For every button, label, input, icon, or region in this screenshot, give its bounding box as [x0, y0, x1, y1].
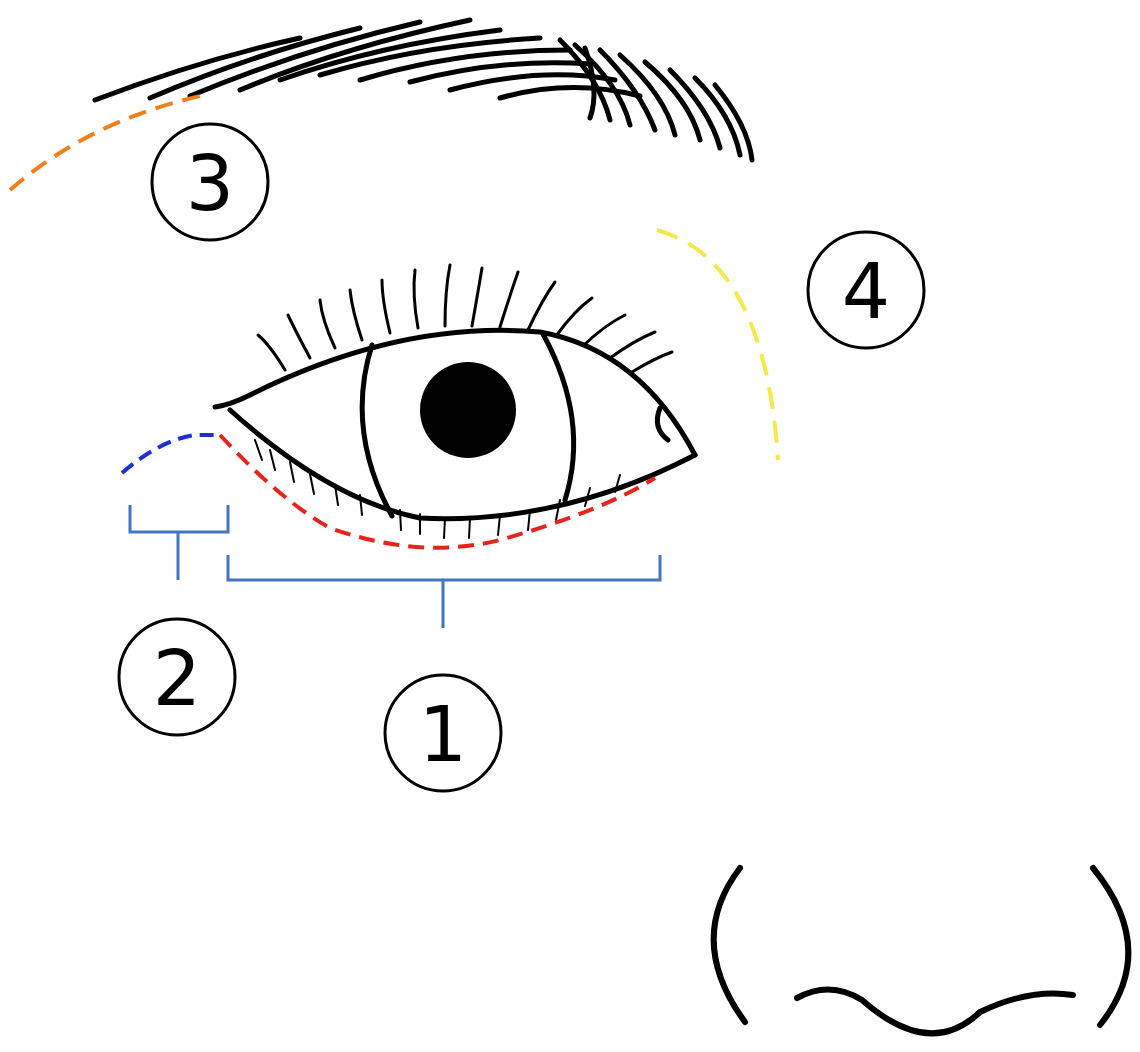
eye: [215, 330, 695, 518]
callout-number: 3: [186, 146, 234, 222]
upper-lashes: [258, 265, 672, 372]
pupil: [420, 362, 516, 458]
callout-circles: [119, 124, 924, 791]
red-dashed-line: [220, 435, 655, 548]
callout-number: 4: [842, 254, 890, 330]
nose: [714, 868, 1129, 1033]
orange-dashed-line: [10, 95, 205, 190]
lower-lashes: [255, 440, 620, 538]
callout-number: 1: [419, 697, 467, 773]
blue-dashed-line: [122, 435, 220, 473]
callout-number: 2: [153, 641, 201, 717]
brackets: [130, 505, 660, 628]
eyebrow: [95, 20, 752, 160]
yellow-dashed-line: [657, 230, 778, 460]
